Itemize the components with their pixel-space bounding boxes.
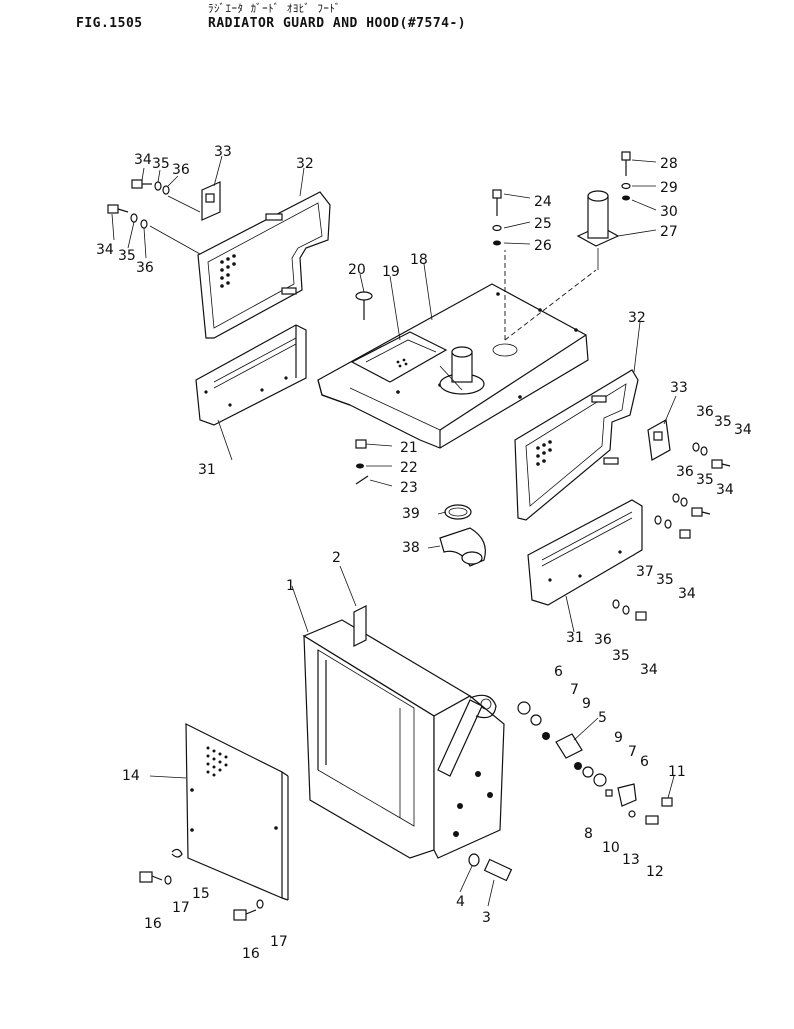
callout: 18 — [410, 252, 428, 268]
callout: 3 — [482, 910, 491, 926]
callout: 16 — [242, 946, 260, 962]
callout: 32 — [296, 156, 314, 172]
callout: 10 — [602, 840, 620, 856]
callout: 1 — [286, 578, 295, 594]
callout: 12 — [646, 864, 664, 880]
callout: 34 — [96, 242, 114, 258]
callout: 30 — [660, 204, 678, 220]
callout-labels: 1 2 3 4 5 6 7 9 9 7 6 8 10 11 12 13 14 1… — [96, 144, 752, 962]
callout: 25 — [534, 216, 552, 232]
callout: 5 — [598, 710, 607, 726]
callout: 21 — [400, 440, 418, 456]
callout: 35 — [696, 472, 714, 488]
callout: 35 — [714, 414, 732, 430]
callout: 31 — [198, 462, 216, 478]
figure-title: RADIATOR GUARD AND HOOD(#7574-) — [208, 16, 467, 31]
radiator-side-door — [185, 723, 289, 901]
callout: 39 — [402, 506, 420, 522]
hose-clamp — [444, 504, 472, 520]
callout: 28 — [660, 156, 678, 172]
side-panel-upper-left — [197, 191, 331, 339]
callout: 37 — [636, 564, 654, 580]
callout: 23 — [400, 480, 418, 496]
callout: 7 — [628, 744, 637, 760]
figure-number: FIG.1505 — [76, 16, 143, 31]
callout: 6 — [554, 664, 563, 680]
side-panel-upper-right — [514, 369, 639, 521]
callout: 31 — [566, 630, 584, 646]
callout: 22 — [400, 460, 418, 476]
callout: 36 — [136, 260, 154, 276]
callout: 4 — [456, 894, 465, 910]
callout: 14 — [122, 768, 140, 784]
callout: 2 — [332, 550, 341, 566]
callout: 17 — [270, 934, 288, 950]
callout: 29 — [660, 180, 678, 196]
callout: 20 — [348, 262, 366, 278]
callout: 24 — [534, 194, 552, 210]
callout: 32 — [628, 310, 646, 326]
callout: 36 — [172, 162, 190, 178]
callout: 17 — [172, 900, 190, 916]
callout: 9 — [614, 730, 623, 746]
callout: 36 — [696, 404, 714, 420]
callout: 16 — [144, 916, 162, 932]
callout: 34 — [640, 662, 658, 678]
title-kana: ﾗｼﾞｴｰﾀ ｶﾞｰﾄﾞ ｵﾖﾋﾞ ﾌｰﾄﾞ — [208, 2, 341, 15]
callout: 35 — [118, 248, 136, 264]
callout: 38 — [402, 540, 420, 556]
callout: 7 — [570, 682, 579, 698]
callout: 34 — [734, 422, 752, 438]
bracket-right — [647, 419, 671, 461]
air-intake-elbow — [439, 527, 486, 567]
leader-lines — [111, 155, 677, 907]
radiator-guard-frame — [302, 605, 505, 859]
lower-cover-left — [195, 324, 307, 426]
callout: 19 — [382, 264, 400, 280]
callout: 34 — [134, 152, 152, 168]
callout: 33 — [214, 144, 232, 160]
callout: 36 — [676, 464, 694, 480]
callout: 35 — [612, 648, 630, 664]
fasteners — [107, 151, 731, 921]
lower-cover-right — [527, 499, 643, 606]
exhaust-stack — [576, 190, 620, 270]
callout: 36 — [594, 632, 612, 648]
bracket-upper-left — [201, 181, 221, 221]
callout: 6 — [640, 754, 649, 770]
callout: 26 — [534, 238, 552, 254]
callout: 9 — [582, 696, 591, 712]
callout: 15 — [192, 886, 210, 902]
callout: 11 — [668, 764, 686, 780]
callout: 13 — [622, 852, 640, 868]
callout: 8 — [584, 826, 593, 842]
callout: 34 — [716, 482, 734, 498]
callout: 35 — [656, 572, 674, 588]
callout: 35 — [152, 156, 170, 172]
callout: 27 — [660, 224, 678, 240]
callout: 33 — [670, 380, 688, 396]
callout: 34 — [678, 586, 696, 602]
hood-top — [317, 250, 597, 449]
